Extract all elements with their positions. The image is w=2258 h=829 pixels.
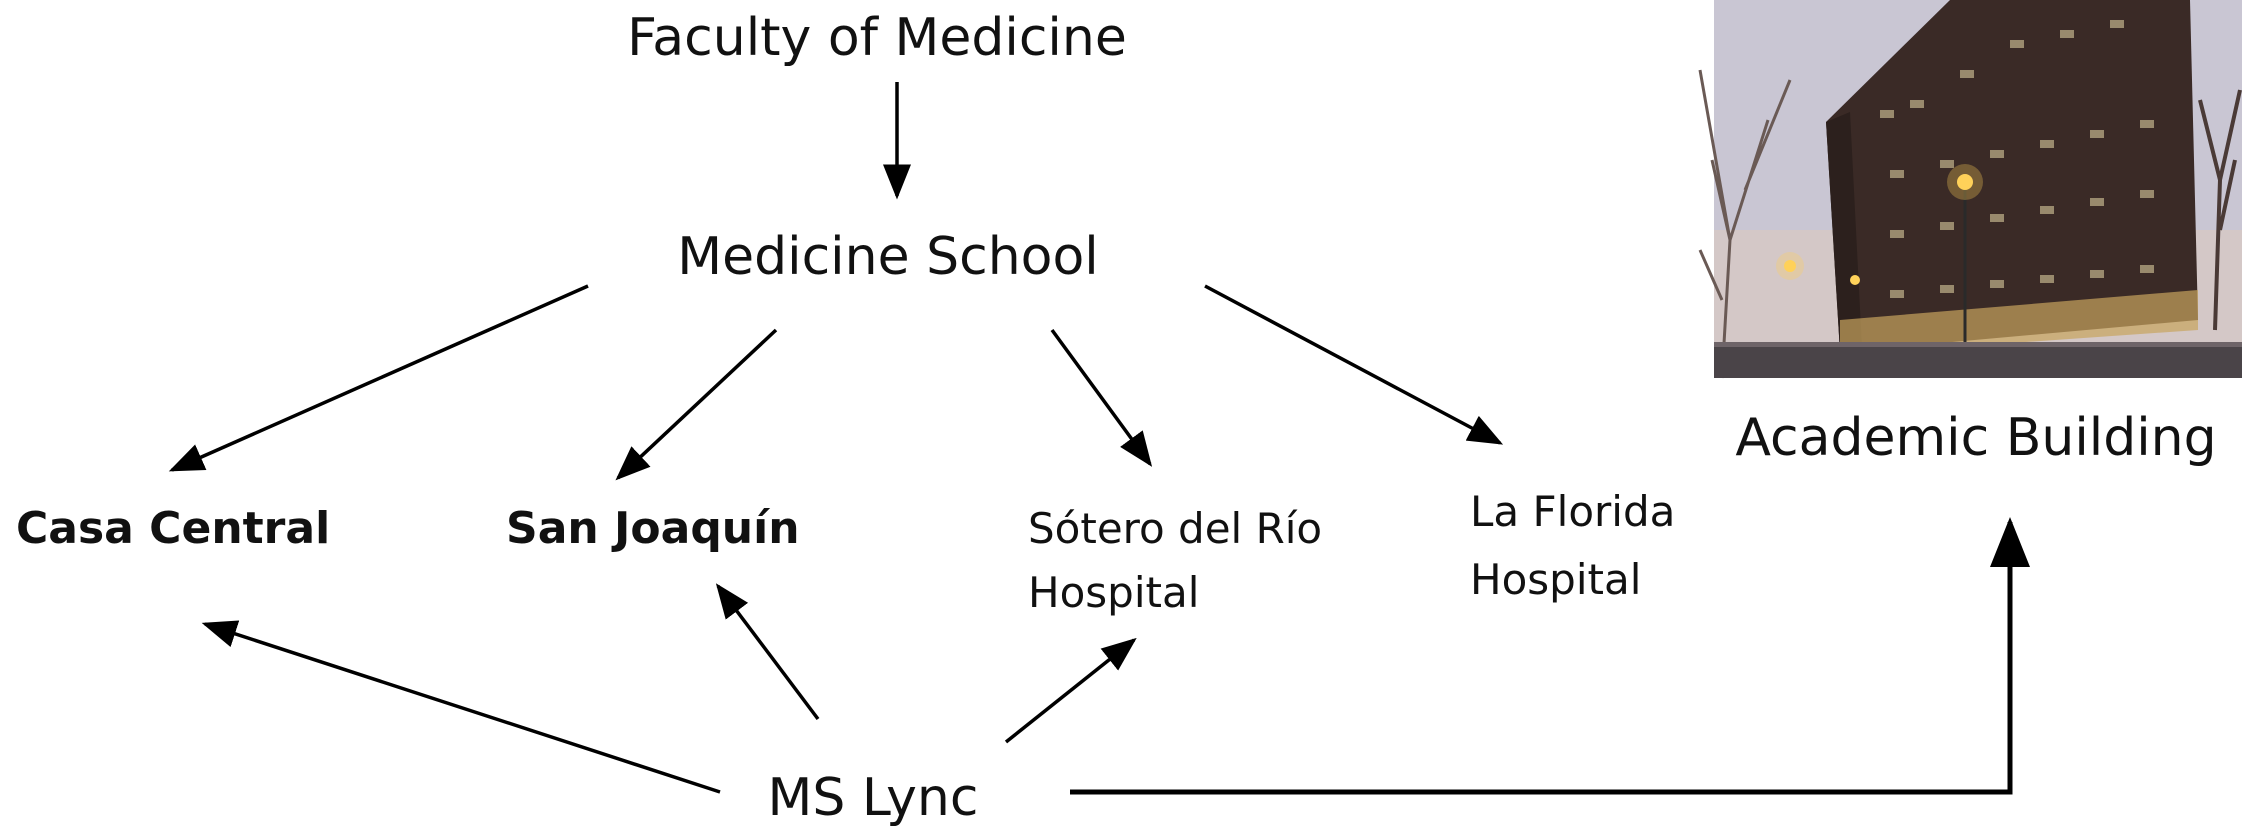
photo-ground-floor-glow	[1840, 290, 2198, 355]
node-san-joaquin: San Joaquín	[506, 503, 800, 554]
arrow-school-to-la-florida	[1204, 284, 1504, 445]
photo-sidewalk-line	[1714, 342, 2242, 347]
node-faculty-of-medicine: Faculty of Medicine	[627, 8, 1127, 68]
node-la-florida-line2: Hospital	[1470, 555, 1641, 604]
photo-building	[1826, 0, 2198, 352]
node-academic-building: Academic Building	[1735, 408, 2216, 468]
arrow-lync-to-sotero	[1004, 637, 1137, 744]
node-sotero-del-rio-line2: Hospital	[1028, 568, 1199, 617]
arrow-lync-to-san-joaquin	[715, 583, 820, 721]
node-la-florida-line1: La Florida	[1470, 487, 1675, 536]
photo-building-windows	[1880, 20, 2154, 298]
photo-street	[1714, 345, 2242, 378]
academic-building-photo	[1698, 0, 2242, 379]
arrow-school-to-casa-central	[168, 284, 589, 472]
node-sotero-del-rio-line1: Sótero del Río	[1028, 504, 1322, 553]
arrow-lync-to-casa-central	[201, 620, 721, 794]
arrow-school-to-sotero	[1050, 328, 1153, 467]
node-ms-lync: MS Lync	[768, 768, 979, 828]
photo-street-lamps	[1776, 164, 1983, 352]
arrow-school-to-san-joaquin	[615, 328, 778, 481]
photo-tree-right	[2198, 89, 2242, 331]
photo-building-front-face	[1826, 112, 1862, 352]
arrow-lync-to-academic-building	[1070, 517, 2030, 795]
node-medicine-school: Medicine School	[677, 227, 1098, 287]
node-casa-central: Casa Central	[16, 503, 330, 554]
photo-tree-left	[1698, 69, 1792, 379]
